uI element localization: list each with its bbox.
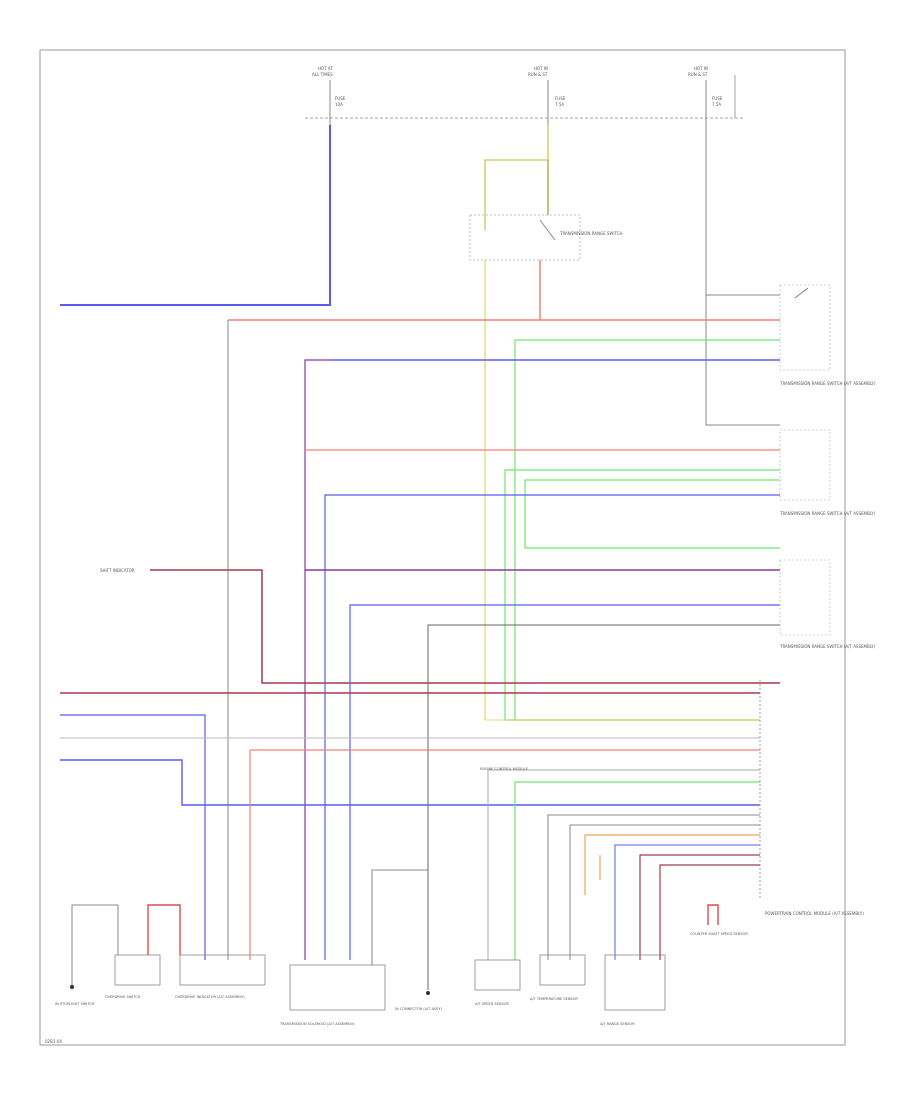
range-switch-1: [779, 284, 831, 371]
footer-code: 02B1-04: [45, 1039, 62, 1044]
ground-point: [426, 991, 430, 995]
range-switch-2-label: TRANSMISSION RANGE SWITCH (A/T ASSEMBLY): [779, 511, 876, 516]
top-label-1-line2: ALL TIMES: [312, 72, 333, 77]
wire-gray-sensor: [487, 769, 760, 960]
wire-green-sensor: [514, 781, 760, 960]
fuse-label-2: FUSE: [555, 96, 566, 101]
pcm-label: POWERTRAIN CONTROL MODULE (A/T ASSEMBLY): [765, 911, 864, 916]
label-c2: OVERDRIVE SWITCH: [105, 995, 141, 999]
wire-gray-fuse3b: [705, 295, 780, 426]
relay-switch: [539, 219, 556, 241]
component-box-6: [474, 959, 521, 991]
wire-blue-fuse1: [60, 125, 331, 306]
label-c6: A/T SPEED SENSOR: [475, 1002, 509, 1006]
label-c5: IN CONNECTOR (A/T ASSY): [395, 1007, 442, 1011]
shift-indicator-label: SHIFT INDICATOR: [100, 568, 135, 573]
top-label-2-line1: HOT IN: [534, 66, 548, 71]
wire-red-c2: [147, 904, 181, 955]
wire-gray-c4b: [569, 824, 760, 960]
label-c8: A/T RANGE SENSOR: [600, 1022, 635, 1026]
range-switch-3-label: TRANSMISSION RANGE SWITCH (A/T ASSEMBLY): [779, 644, 876, 649]
wire-blue-c8: [614, 844, 760, 960]
relay-box: [469, 214, 581, 261]
component-box-7: [539, 954, 586, 986]
wire-olive-fuse2: [484, 125, 549, 230]
wire-gray-c1: [71, 904, 119, 985]
component-box-3: [179, 954, 266, 986]
component-box-2: [114, 954, 161, 986]
fuse-label-1: FUSE: [335, 96, 346, 101]
wire-blue-left2: [60, 759, 760, 806]
fuse-label-3b: 7.5A: [712, 102, 721, 107]
wire-red-c9-bottom: [707, 904, 719, 925]
label-c4: TRANSMISSION SOLENOID (A/T ASSEMBLY): [279, 1022, 355, 1026]
component-box-4: [289, 964, 386, 1011]
label-c3: OVERDRIVE INDICATOR (A/T ASSEMBLY): [175, 995, 245, 999]
top-label-3-line1: HOT IN: [694, 66, 708, 71]
wire-gray-c4: [547, 814, 760, 960]
wire-blue-row8: [349, 604, 780, 960]
wire-gray-row9: [427, 624, 780, 990]
wire-darkred-shift: [150, 569, 780, 684]
wire-blue-row6: [324, 494, 780, 960]
ground-point-c1: [70, 985, 74, 989]
wire-red-c8: [639, 854, 760, 960]
diagram-frame: [39, 49, 846, 1046]
wire-gray-c4-top: [371, 869, 428, 965]
relay-label: TRANSMISSION RANGE SWITCH: [559, 231, 623, 236]
range-switch-1-contact: [794, 287, 809, 299]
left-connector-label: ENGINE CONTROL MODULE: [480, 767, 528, 771]
label-c1: IN STOPLIGHT SWITCH: [55, 1002, 95, 1006]
wire-gray-fuse3: [705, 125, 780, 296]
label-c7: A/T TEMPERATURE SENSOR: [530, 997, 578, 1001]
wire-green-row5: [504, 469, 780, 720]
top-label-3-line2: RUN & ST: [688, 72, 708, 77]
wire-green-row5b: [524, 479, 780, 549]
fuse-label-1b: 10A: [335, 102, 343, 107]
component-box-8: [604, 954, 666, 1011]
wire-green-row2: [514, 339, 780, 720]
range-switch-2: [779, 429, 831, 501]
label-c9: COUNTER SHAFT SPEED SENSOR: [690, 932, 748, 936]
range-switch-1-label: TRANSMISSION RANGE SWITCH (A/T ASSEMBLY): [779, 381, 876, 386]
wire-orange-c5: [584, 834, 760, 895]
range-switch-3: [779, 559, 831, 636]
fuse-label-3: FUSE: [712, 96, 723, 101]
top-label-2-line2: RUN & ST: [528, 72, 548, 77]
wire-red-c9: [659, 864, 760, 960]
top-label-1-line1: HOT AT: [318, 66, 333, 71]
fuse-label-2b: 7.5A: [555, 102, 564, 107]
wire-blue-left: [60, 714, 206, 960]
